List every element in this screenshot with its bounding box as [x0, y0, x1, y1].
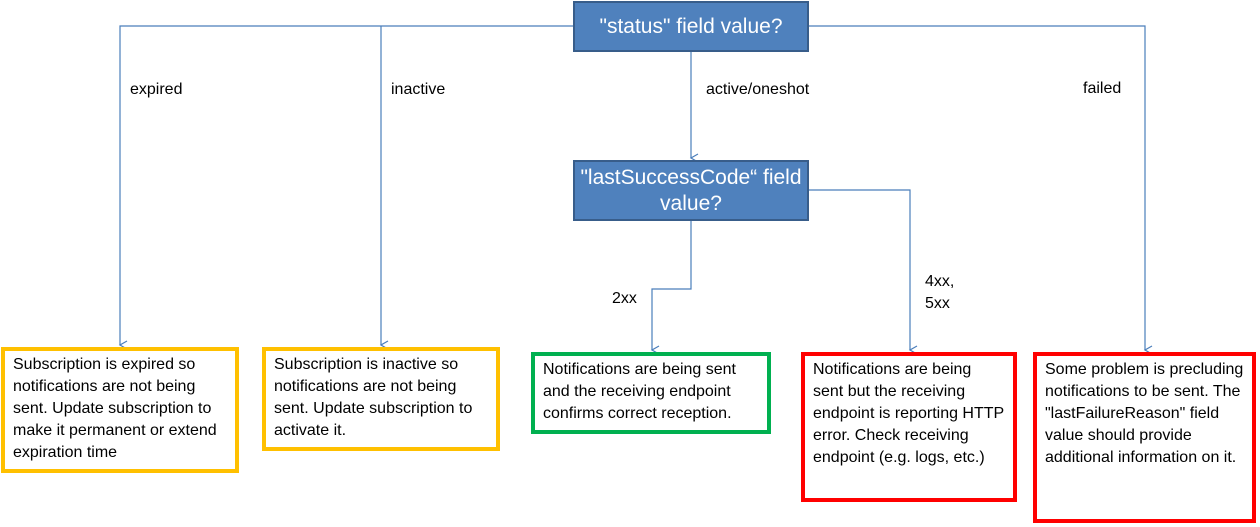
label-active-oneshot: active/oneshot	[706, 81, 810, 98]
status-question-text: "status" field value?	[599, 14, 783, 38]
outcome-2xx: Notifications are being sent and the rec…	[531, 352, 771, 434]
outcome-inactive: Subscription is inactive so notification…	[262, 347, 500, 451]
connector-4xx-5xx	[809, 189, 918, 355]
outcome-failed: Some problem is precluding notifications…	[1033, 352, 1256, 523]
status-question-box: "status" field value?	[573, 1, 809, 52]
label-expired: expired	[130, 81, 183, 98]
outcome-4xx-5xx: Notifications are being sent but the rec…	[801, 352, 1017, 502]
label-4xx-5xx: 4xx, 5xx	[925, 273, 955, 312]
last-success-code-question-box: "lastSuccessCode“ field value?	[573, 160, 809, 221]
label-failed: failed	[1083, 80, 1122, 97]
outcome-expired: Subscription is expired so notifications…	[1, 347, 239, 473]
label-2xx: 2xx	[612, 290, 637, 307]
last-success-code-question-text: "lastSuccessCode“ field value?	[580, 165, 802, 215]
connector-2xx	[650, 221, 692, 355]
connector-failed	[809, 25, 1153, 355]
connector-expired	[118, 25, 573, 350]
label-inactive: inactive	[391, 81, 446, 98]
